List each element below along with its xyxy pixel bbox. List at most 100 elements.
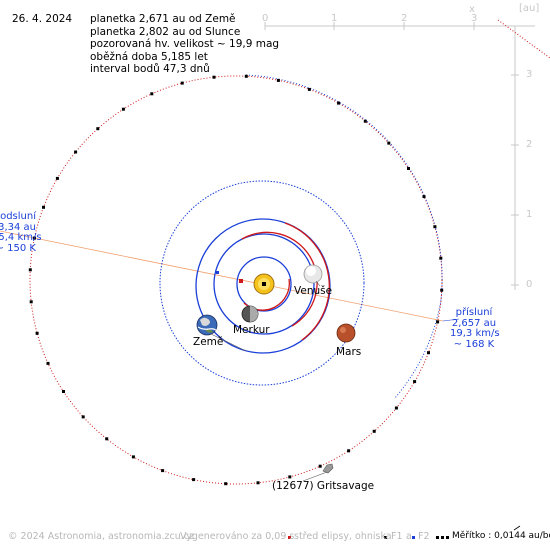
asteroid-position-dot (81, 415, 85, 419)
interval-text: interval bodů 47,3 dnů (90, 63, 210, 75)
asteroid-position-dot (440, 288, 444, 292)
asteroid-position-dot (337, 101, 341, 105)
x-tick-0: 0 (262, 13, 269, 24)
asteroid-position-dot (387, 141, 391, 145)
aphelion-distance: 3,34 au (0, 221, 36, 233)
f1-legend: F1 (391, 531, 403, 542)
generated-time: Vygenerováno za 0,09 s (180, 531, 295, 542)
x-tick-1: 1 (331, 13, 338, 24)
date-label: 26. 4. 2024 (12, 13, 73, 25)
earth-distance-text: planetka 2,671 au od Země (90, 13, 236, 25)
asteroid-orbit (29, 75, 443, 485)
asteroid-position-dot (212, 75, 216, 79)
scale-text: Měřítko : 0,0144 au/bod (452, 531, 550, 541)
asteroid-position-dot (74, 150, 78, 154)
asteroid-position-dot (372, 429, 376, 433)
mercury-orbit (236, 256, 292, 312)
asteroid-position-dot (394, 406, 398, 410)
apsides-line (0, 230, 444, 322)
asteroid-position-dot (276, 78, 280, 82)
ellipse-legend: střed elipsy, ohniska (294, 531, 392, 542)
mercury-label: Merkur (233, 324, 270, 336)
mars-icon (336, 323, 356, 343)
legend-markers (288, 525, 521, 539)
unit-label: [au] (519, 3, 540, 14)
asteroid-position-dot (28, 268, 32, 272)
asteroid-position-dot (96, 127, 100, 131)
asteroid-position-markers (28, 74, 444, 486)
asteroid-position-dot (439, 256, 443, 260)
asteroid-position-dot (131, 455, 135, 459)
asteroid-position-dot (161, 469, 165, 473)
a-legend: a (406, 531, 412, 542)
sun-distance-text: planetka 2,802 au od Slunce (90, 25, 241, 38)
venus-orbit-red-arc (241, 231, 318, 327)
asteroid-position-dot (55, 176, 59, 180)
asteroid-position-dot (422, 195, 426, 199)
x-axis-label: x (469, 4, 475, 15)
focus-marker (216, 271, 219, 274)
x-axis (264, 22, 535, 30)
period-text: oběžná doba 5,185 let (90, 50, 208, 63)
asteroid-position-dot (42, 205, 45, 209)
asteroid-position-dot (413, 380, 417, 384)
x-tick-3: 3 (471, 13, 478, 24)
aphelion-temp: ~ 150 K (0, 242, 36, 254)
aphelion-info: odsluní 3,34 au 15,4 km/s ~ 150 K (0, 211, 42, 254)
asteroid-position-dot (244, 74, 248, 78)
earth-icon (196, 314, 218, 336)
asteroid-position-dot (192, 478, 196, 482)
perihelion-distance: 2,657 au (451, 317, 497, 329)
asteroid-position-dot (407, 167, 410, 170)
asteroid-position-dot (29, 300, 33, 304)
perihelion-speed: 19,3 km/s (450, 328, 500, 339)
asteroid-icon (322, 463, 334, 474)
asteroid-position-dot (347, 449, 351, 453)
asteroid-position-dot (288, 475, 292, 479)
asteroid-position-dot (62, 390, 65, 393)
aphelion-speed: 15,4 km/s (0, 232, 42, 243)
x-tick-2: 2 (401, 13, 408, 24)
y-tick-0: 0 (526, 279, 533, 290)
perihelion-title: přísluní (455, 307, 493, 318)
venus-orbit (213, 233, 315, 335)
asteroid-position-dot (32, 236, 36, 240)
asteroid-position-dot (427, 351, 430, 355)
earth-orbit (195, 218, 331, 354)
asteroid-position-dot (433, 225, 437, 229)
y-tick-2: 2 (526, 139, 533, 150)
perihelion-temp: ~ 168 K (453, 338, 495, 350)
venus-icon (303, 264, 323, 284)
ellipse-center-marker (239, 279, 243, 283)
asteroid-orbit-blue-arc (245, 74, 443, 399)
mars-label: Mars (336, 346, 362, 358)
y-tick-3: 3 (526, 69, 533, 80)
asteroid-position-dot (180, 81, 184, 85)
info-panel: planetka 2,671 au od Země planetka 2,802… (90, 13, 279, 76)
asteroid-position-dot (256, 481, 260, 485)
asteroid-label: (12677) Gritsavage (272, 480, 375, 492)
earth-orbit-red-arc (284, 222, 330, 341)
asteroid-position-dot (318, 464, 322, 468)
aphelion-title: odsluní (0, 211, 36, 222)
mercury-icon (241, 305, 259, 323)
asteroid-position-dot (307, 87, 311, 91)
asteroid-position-dot (46, 361, 50, 365)
asteroid-position-dot (35, 331, 39, 335)
asteroid-position-dot (363, 119, 367, 123)
asteroid-position-dot (121, 107, 125, 111)
asteroid-position-dot (105, 437, 109, 441)
asteroid-position-dot (436, 320, 440, 324)
copyright-link[interactable]: © 2024 Astronomia, astronomia.zcu.cz (8, 531, 195, 542)
venus-label: Venuše (294, 285, 333, 297)
asteroid-position-dot (150, 92, 154, 96)
magnitude-text: pozorovaná hv. velikost ~ 19,9 mag (90, 38, 280, 50)
f2-legend: F2 (418, 531, 430, 542)
y-tick-1: 1 (526, 209, 533, 220)
perihelion-info: přísluní 2,657 au 19,3 km/s ~ 168 K (450, 307, 500, 350)
earth-label: Země (193, 336, 224, 348)
asteroid-position-dot (224, 482, 228, 486)
mars-orbit (159, 180, 365, 386)
